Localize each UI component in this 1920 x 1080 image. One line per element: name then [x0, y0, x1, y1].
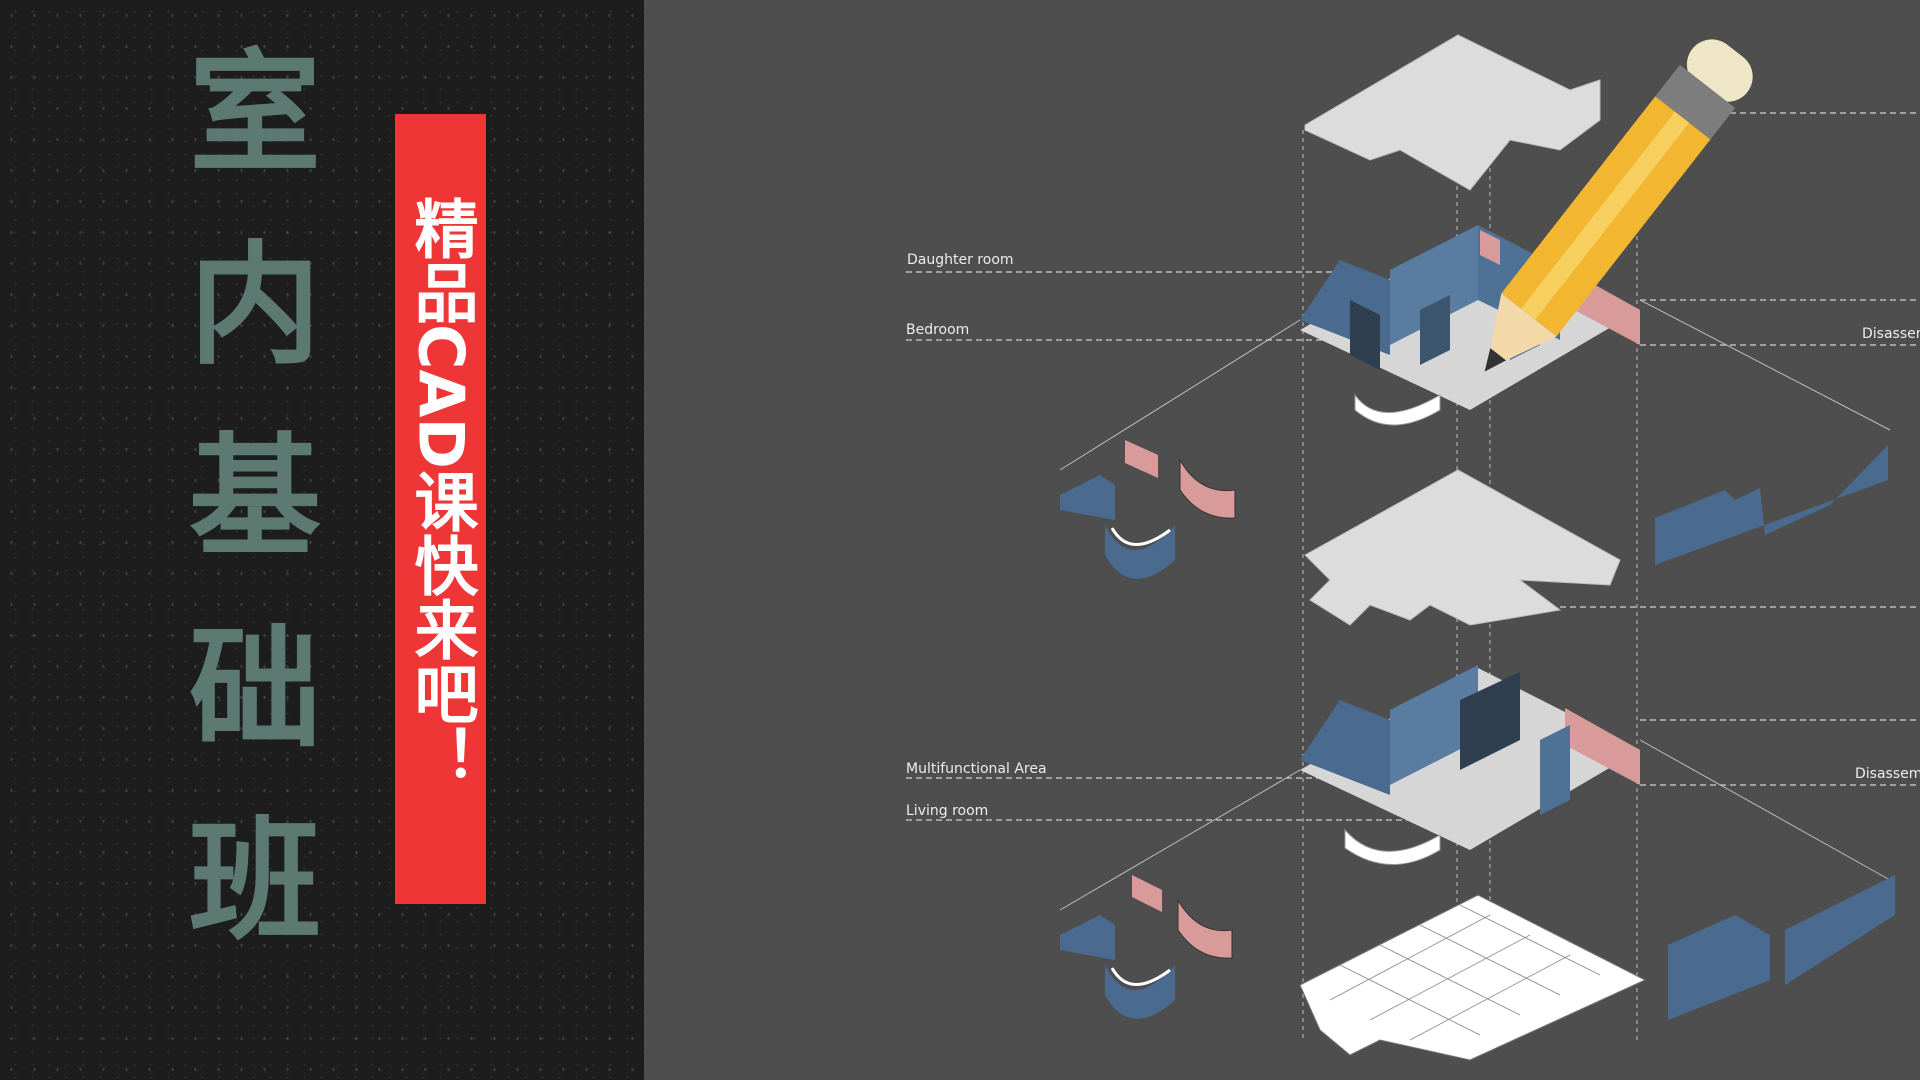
exploded-axonometric-drawing: Daughter room Bedroom Multifunctional Ar…: [906, 34, 1920, 1061]
label-bedroom: Bedroom: [906, 322, 969, 338]
title-char-2: 内: [189, 229, 321, 383]
cad-floor-plan: [1299, 894, 1647, 1061]
title-char-5: 班: [189, 805, 321, 959]
title-char-1: 室: [189, 37, 321, 191]
vertical-course-title: 室 内 基 础 班: [189, 18, 321, 978]
label-daughter-room: Daughter room: [907, 252, 1014, 268]
drawing-labels: Daughter room Bedroom Multifunctional Ar…: [906, 252, 1920, 819]
lower-floor-block: [1300, 665, 1640, 865]
label-leaders: [906, 112, 1920, 821]
label-disassemble-lower: Disassemb: [1855, 766, 1920, 782]
title-char-4: 础: [189, 613, 321, 767]
banner-text-part3: 课快来吧！: [403, 468, 478, 789]
mid-floor-slab: [1304, 469, 1621, 626]
side-detail-left-lower: [1060, 875, 1233, 1019]
label-disassemble-upper: Disassem: [1862, 326, 1920, 342]
banner-text-part2: CAD: [404, 324, 478, 469]
left-panel: 室 内 基 础 班 精品 CAD 课快来吧！: [0, 0, 644, 1080]
banner-text-part1: 精品: [403, 196, 478, 324]
title-char-3: 基: [189, 421, 321, 575]
side-wall-right-upper: [1655, 445, 1888, 565]
right-panel: Daughter room Bedroom Multifunctional Ar…: [644, 0, 1920, 1080]
label-multifunctional-area: Multifunctional Area: [906, 761, 1047, 777]
side-wall-right-lower: [1668, 875, 1895, 1020]
promo-banner: 精品 CAD 课快来吧！: [395, 114, 486, 904]
side-detail-left-upper: [1060, 440, 1236, 579]
label-living-room: Living room: [906, 803, 988, 819]
roof-slab: [1304, 34, 1601, 191]
guide-lines: [1059, 299, 1891, 911]
pencil-icon: [1484, 39, 1753, 372]
